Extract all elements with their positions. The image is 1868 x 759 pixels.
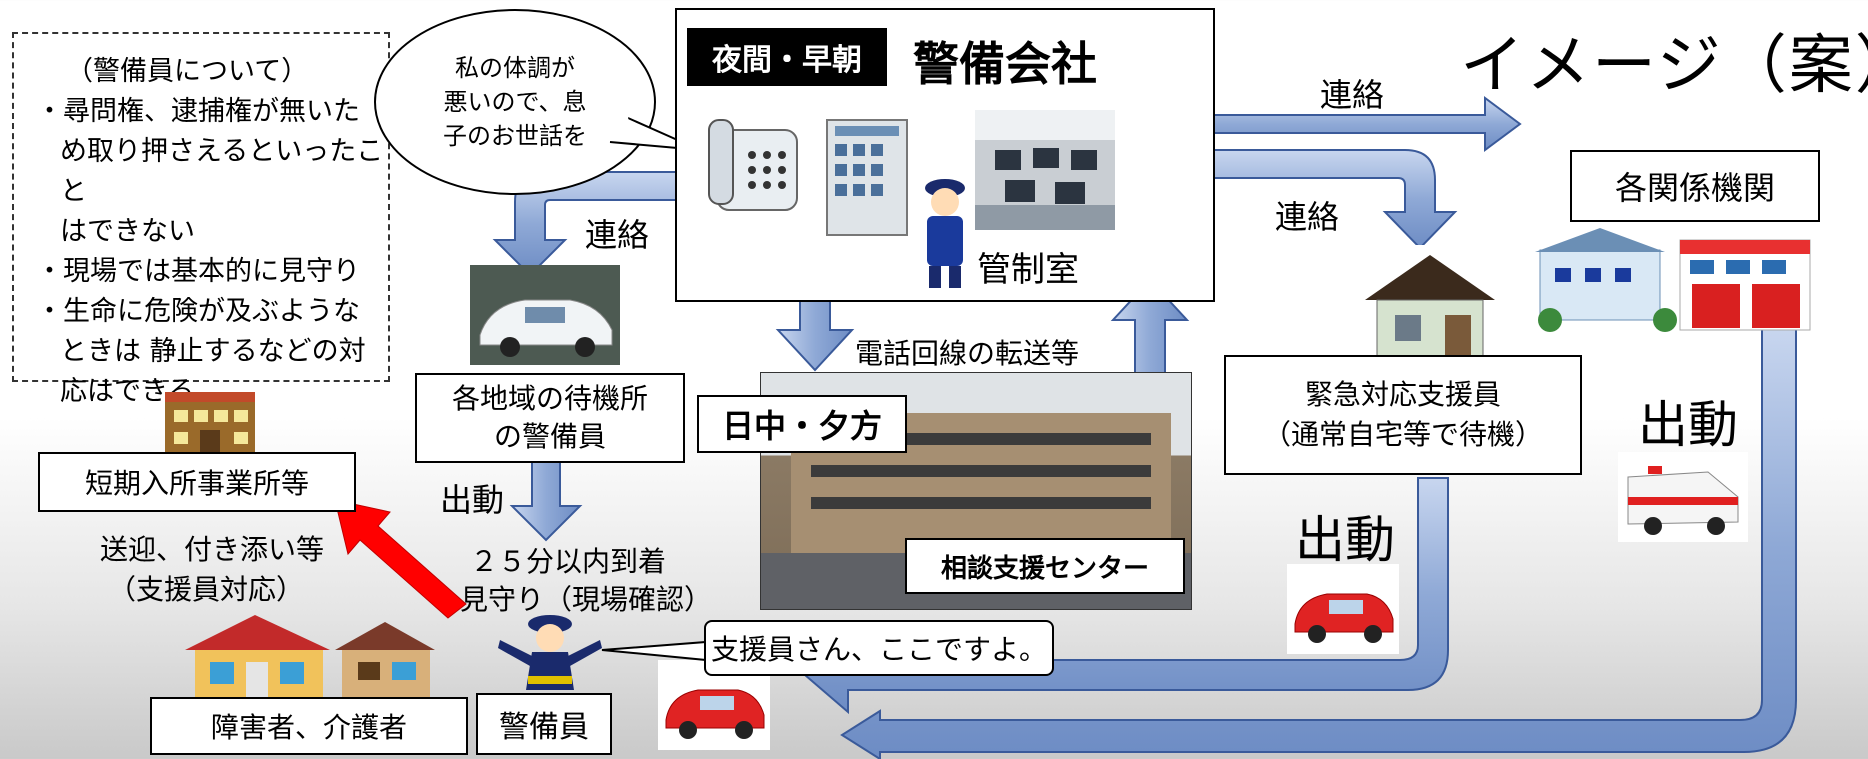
- security-guard-icon: [925, 179, 965, 288]
- office-building-icon: [826, 119, 908, 236]
- arrow-agency-dispatch: [840, 327, 1797, 759]
- control-room-photo: [975, 110, 1115, 230]
- consultation-center-name: 相談支援センター: [905, 538, 1185, 594]
- night-morning-label: 夜間・早朝: [687, 28, 887, 86]
- arrow-contact-agencies: [1207, 96, 1522, 152]
- speech-line: 私の体調が: [455, 54, 575, 82]
- guard-note-line: め取り押さえるといったこと: [60, 136, 384, 207]
- standby-guard-line: 各地域の待機所: [451, 382, 648, 415]
- emergency-supporter-line: 緊急対応支援員: [1304, 378, 1501, 411]
- security-company-name: 警備会社: [913, 37, 1097, 91]
- speech-line: 子のお世話を: [443, 122, 587, 150]
- standby-guard-box: 各地域の待機所 の警備員: [415, 373, 685, 463]
- red-car-icon: [1287, 564, 1399, 654]
- facility-building-icon: [165, 392, 255, 456]
- pickup-sub-label: （支援員対応）: [108, 573, 305, 606]
- contact-label-guard: 連絡: [585, 216, 650, 254]
- standby-guard-line: の警備員: [493, 420, 606, 453]
- guard-note-box: （警備員について） ・尋問権、逮捕権が無いた め取り押さえるといったこと はでき…: [12, 32, 390, 407]
- security-company-box: 夜間・早朝 警備会社 管制室: [675, 8, 1215, 302]
- dispatch-label-guard: 出動: [440, 481, 505, 519]
- guard-note-line: ときは 静止するなどの対: [60, 336, 366, 367]
- arrow-guard-dispatch: [509, 459, 583, 542]
- daytime-evening-label: 日中・夕方: [697, 395, 907, 453]
- page-title: イメージ（案）: [1460, 29, 1868, 103]
- guard-figure-icon: [498, 615, 602, 690]
- guard-speech-box: 支援員さん、ここですよ。: [704, 620, 1054, 676]
- short-stay-box: 短期入所事業所等: [38, 452, 356, 512]
- police-fire-station-icon: [1535, 228, 1811, 332]
- homes-icon: [185, 615, 435, 700]
- control-room-label: 管制室: [977, 250, 1079, 290]
- guard-box: 警備員: [476, 693, 612, 755]
- dispatch-label-supporter: 出動: [1295, 511, 1395, 569]
- ambulance-icon: [1618, 452, 1748, 542]
- arrival-label: ２５分以内到着: [470, 545, 667, 578]
- dispatch-label-agency: 出動: [1638, 396, 1738, 454]
- disabled-carer-box: 障害者、介護者: [150, 697, 468, 755]
- emergency-supporter-line: （通常自宅等で待機）: [1262, 418, 1543, 451]
- pickup-label: 送迎、付き添い等: [100, 533, 325, 566]
- guard-note-line: ・尋問権、逮捕権が無いた: [36, 96, 360, 127]
- phone-transfer-label: 電話回線の転送等: [855, 337, 1080, 370]
- emergency-supporter-box: 緊急対応支援員 （通常自宅等で待機）: [1224, 355, 1582, 475]
- speech-bubble: 私の体調が 悪いので、息 子のお世話を: [400, 42, 630, 162]
- contact-label-supporter: 連絡: [1275, 198, 1340, 236]
- speech-line: 悪いので、息: [443, 88, 587, 116]
- guard-note-line: はできない: [60, 216, 195, 247]
- guard-note-heading: （警備員について）: [66, 56, 309, 87]
- patrol-car-photo: [470, 265, 620, 365]
- arrival-sub-label: 見守り（現場確認）: [460, 583, 713, 616]
- agencies-box: 各関係機関: [1570, 150, 1820, 222]
- arrow-supporter-dispatch: [803, 477, 1449, 715]
- telephone-icon: [708, 119, 798, 211]
- arrow-pickup-red: [334, 499, 467, 619]
- guard-note-line: ・生命に危険が及ぶような: [36, 296, 360, 327]
- guard-note-line: ・現場では基本的に見守り: [36, 256, 360, 287]
- contact-label-agencies: 連絡: [1320, 76, 1385, 114]
- arrow-contact-supporter: [1207, 149, 1458, 250]
